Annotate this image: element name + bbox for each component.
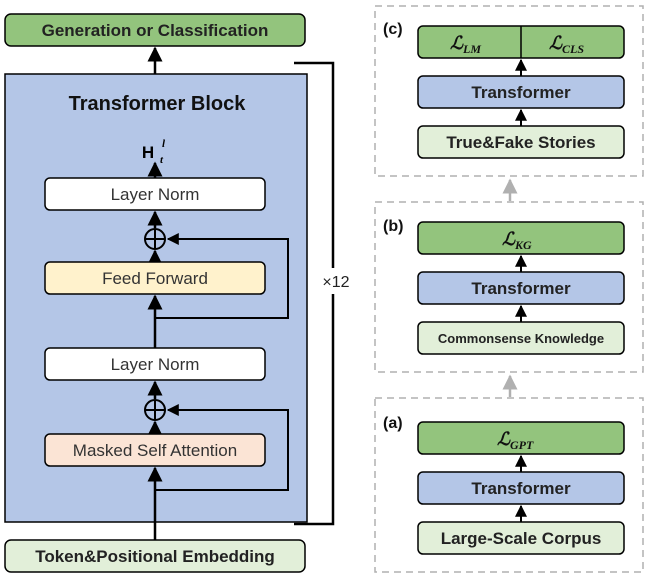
output-label: Generation or Classification	[42, 21, 269, 40]
layer-norm-bottom	[44, 347, 266, 381]
loss-lm-symbol: ℒ	[450, 33, 464, 53]
loss-cls-subscript: CLS	[562, 42, 584, 56]
input-embedding-label: Token&Positional Embedding	[35, 547, 275, 566]
panel-b-loss: ℒ KG	[502, 229, 532, 252]
h-subscript: t	[160, 154, 164, 166]
loss-kg-symbol: ℒ	[502, 229, 516, 249]
loss-gpt-subscript: GPT	[510, 438, 534, 452]
panel-b-input-label: Commonsense Knowledge	[438, 331, 604, 346]
loss-lm-subscript: LM	[462, 42, 481, 56]
residual-attn	[155, 404, 289, 491]
panel-b-tag: (b)	[383, 218, 403, 235]
layer-norm-top	[44, 177, 266, 211]
layer-norm-top-label: Layer Norm	[111, 185, 200, 204]
panel-a-input-box	[417, 521, 625, 555]
panel-b-transformer-label: Transformer	[471, 279, 571, 298]
h-superscript: l	[162, 138, 166, 150]
panel-b-input-box	[417, 321, 625, 355]
residual-ff	[155, 233, 289, 319]
panel-a	[374, 397, 644, 573]
loss-gpt-symbol: ℒ	[497, 429, 511, 449]
panel-c-input-label: True&Fake Stories	[446, 133, 595, 152]
feed-forward-label: Feed Forward	[102, 269, 208, 288]
input-embedding-box	[4, 539, 306, 573]
add-icon-bottom	[144, 399, 166, 421]
h-symbol: H	[142, 143, 154, 162]
panel-c	[374, 5, 644, 177]
transformer-block-title: Transformer Block	[69, 93, 247, 115]
loss-cls-symbol: ℒ	[549, 33, 563, 53]
feed-forward-box	[44, 261, 266, 295]
loss-kg-subscript: KG	[514, 238, 532, 252]
repeat-label: ×12	[322, 274, 349, 291]
add-icon-top	[144, 228, 166, 250]
panel-c-transformer-box	[417, 75, 625, 109]
panel-c-transformer-label: Transformer	[471, 83, 571, 102]
masked-attention-label: Masked Self Attention	[73, 441, 237, 460]
panel-b	[374, 201, 644, 373]
panel-c-loss-cls: ℒ CLS	[549, 33, 584, 56]
hidden-state-label: H l t	[142, 138, 166, 166]
panel-c-tag: (c)	[383, 21, 403, 38]
panel-b-loss-box	[417, 221, 625, 255]
output-box	[4, 13, 306, 47]
layer-norm-bottom-label: Layer Norm	[111, 355, 200, 374]
panel-a-loss-box	[417, 421, 625, 455]
panel-a-input-label: Large-Scale Corpus	[441, 529, 602, 548]
panel-c-input-box	[417, 125, 625, 159]
panel-b-transformer-box	[417, 271, 625, 305]
panel-a-loss: ℒ GPT	[497, 429, 534, 452]
masked-attention-box	[44, 433, 266, 467]
panel-c-loss-lm: ℒ LM	[450, 33, 481, 56]
panel-a-tag: (a)	[383, 415, 403, 432]
panel-a-transformer-box	[417, 471, 625, 505]
panel-a-transformer-label: Transformer	[471, 479, 571, 498]
